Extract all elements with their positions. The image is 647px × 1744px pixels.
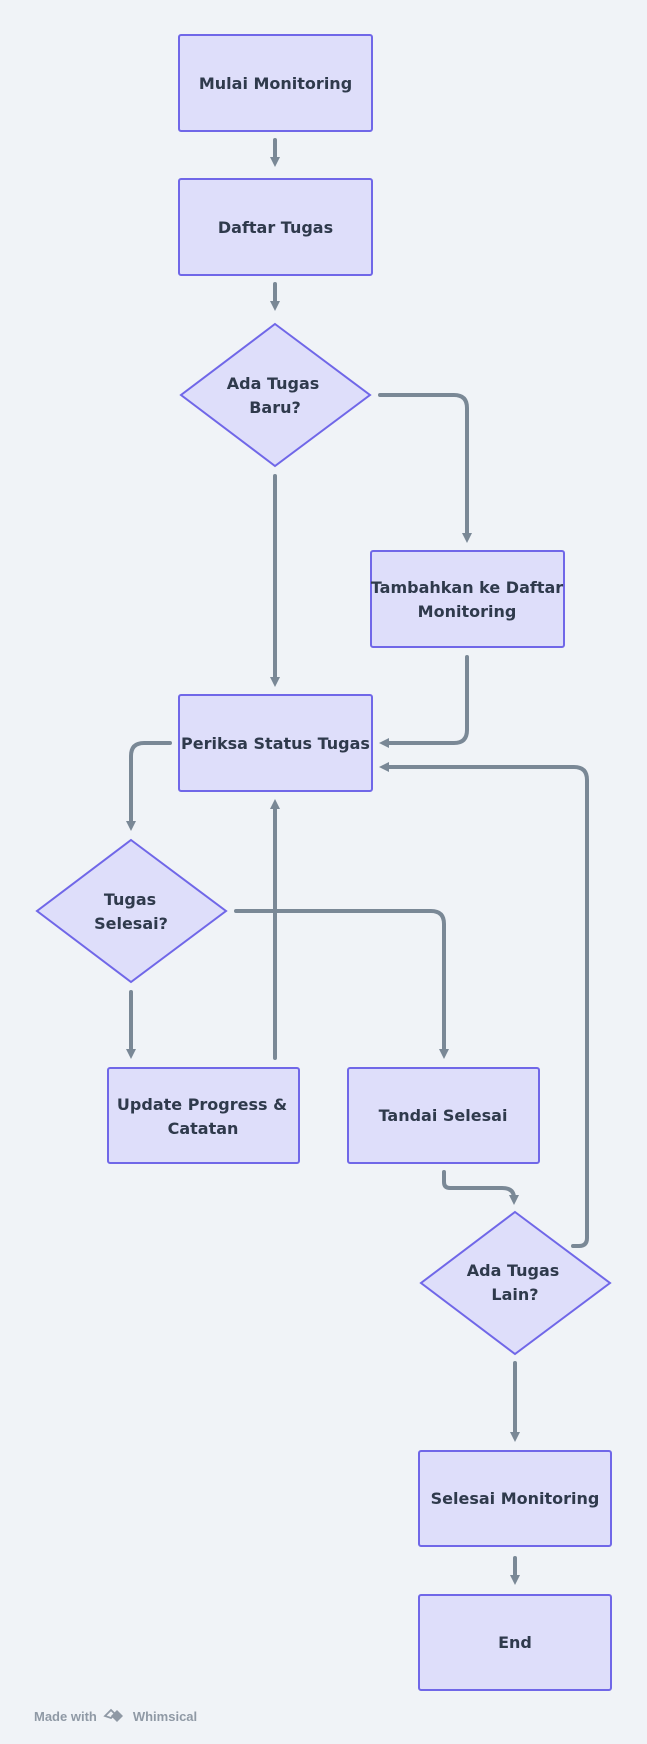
- whimsical-logo-icon: [103, 1708, 123, 1722]
- node-finish[interactable]: Selesai Monitoring: [418, 1450, 612, 1547]
- edge-check-decision-done: [126, 741, 172, 831]
- made-with-footer[interactable]: Made with Whimsical: [34, 1708, 197, 1724]
- node-update-label-2: Catatan: [168, 1119, 239, 1138]
- decision-other-task-label-1: Ada Tugas: [467, 1261, 560, 1280]
- node-mark[interactable]: Tandai Selesai: [347, 1067, 540, 1164]
- node-list-label: Daftar Tugas: [218, 218, 333, 237]
- node-start-label: Mulai Monitoring: [199, 74, 352, 93]
- node-finish-label: Selesai Monitoring: [431, 1489, 600, 1508]
- decision-other-task[interactable]: Ada Tugas Lain?: [419, 1210, 612, 1356]
- node-check[interactable]: Periksa Status Tugas: [178, 694, 373, 792]
- edge-mark-decision-other: [442, 1170, 519, 1205]
- node-update-label-1: Update Progress &: [117, 1095, 287, 1114]
- decision-other-task-label-2: Lain?: [491, 1285, 538, 1304]
- node-start[interactable]: Mulai Monitoring: [178, 34, 373, 132]
- node-end[interactable]: End: [418, 1594, 612, 1691]
- edge-decision-done-mark: [234, 909, 449, 1059]
- decision-task-done-label-1: Tugas: [104, 890, 156, 909]
- node-add-label-2: Monitoring: [418, 602, 517, 621]
- edge-decision-new-add: [378, 393, 472, 543]
- decision-new-task[interactable]: Ada Tugas Baru?: [179, 322, 372, 468]
- node-end-label: End: [498, 1633, 532, 1652]
- whimsical-brand: Whimsical: [132, 1708, 198, 1724]
- decision-task-done-label-2: Selesai?: [94, 914, 168, 933]
- node-add-label-1: Tambahkan ke Daftar: [371, 578, 563, 597]
- decision-new-task-label-1: Ada Tugas: [227, 374, 320, 393]
- decision-task-done[interactable]: Tugas Selesai?: [35, 838, 228, 984]
- node-list[interactable]: Daftar Tugas: [178, 178, 373, 276]
- made-with-label: Made with: [34, 1708, 97, 1724]
- node-add[interactable]: Tambahkan ke Daftar Monitoring: [370, 550, 565, 648]
- node-check-label: Periksa Status Tugas: [181, 734, 370, 753]
- edge-decision-other-check: [379, 762, 589, 1248]
- edge-add-check: [379, 655, 469, 748]
- node-update[interactable]: Update Progress & Catatan: [107, 1067, 300, 1164]
- edges: [126, 138, 589, 1585]
- decision-new-task-label-2: Baru?: [249, 398, 301, 417]
- node-mark-label: Tandai Selesai: [379, 1106, 508, 1125]
